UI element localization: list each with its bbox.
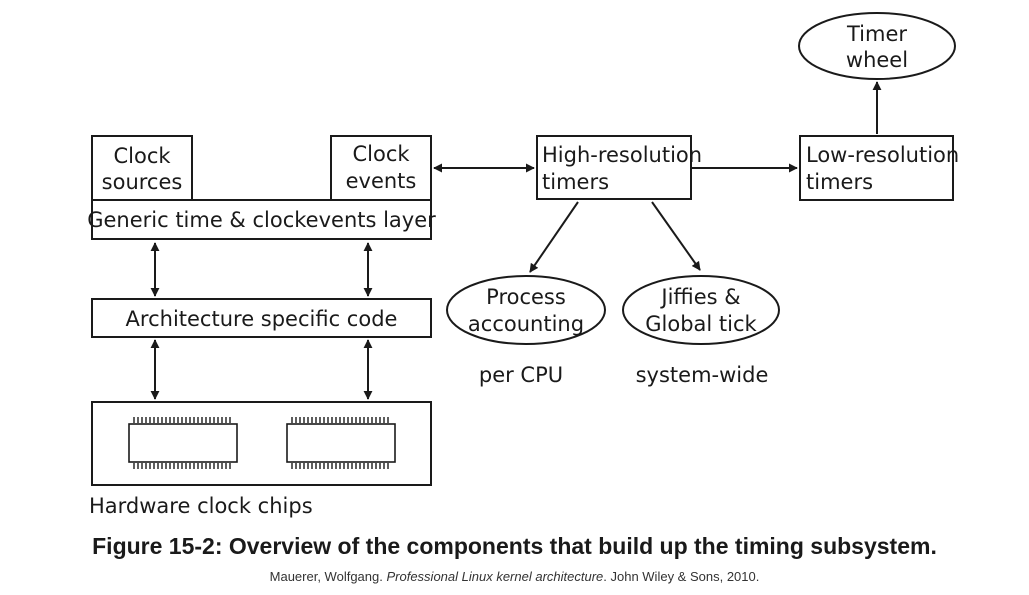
jiffies-line1: Jiffies &	[659, 285, 740, 309]
timer-wheel-line2: wheel	[846, 48, 908, 72]
jiffies-line2: Global tick	[645, 312, 757, 336]
generic-layer-label: Generic time & clockevents layer	[87, 208, 436, 232]
citation-title: Professional Linux kernel architecture	[386, 569, 604, 584]
hardware-label: Hardware clock chips	[89, 494, 313, 518]
timer-wheel-node: Timer wheel	[798, 12, 956, 80]
clock-chip-icon	[286, 417, 396, 469]
system-wide-note: system-wide	[636, 363, 769, 387]
timer-wheel-line1: Timer	[846, 22, 907, 46]
arch-code-node: Architecture specific code	[91, 298, 432, 338]
hrtimers-jiffies-arrow	[651, 201, 701, 271]
clock-sources-line2: sources	[102, 170, 183, 194]
hrtimers-line2: timers	[542, 170, 609, 194]
citation-author: Mauerer, Wolfgang.	[269, 569, 383, 584]
lowres-line1: Low-resolution	[806, 143, 959, 167]
process-accounting-line1: Process	[486, 285, 566, 309]
generic-layer-node: Generic time & clockevents layer	[87, 199, 436, 240]
hrtimers-line1: High-resolution	[542, 143, 702, 167]
lowres-node: Low-resolution timers	[799, 135, 959, 201]
hardware-box	[91, 401, 432, 486]
process-accounting-line2: accounting	[468, 312, 584, 336]
clock-events-line1: Clock	[352, 142, 410, 166]
citation-publisher: . John Wiley & Sons, 2010.	[603, 569, 760, 584]
clock-sources-line1: Clock	[113, 144, 171, 168]
clock-chip-icon	[128, 417, 238, 469]
jiffies-node: Jiffies & Global tick	[622, 275, 780, 345]
hrtimers-node: High-resolution timers	[536, 135, 702, 200]
clock-events-line2: events	[346, 169, 417, 193]
clock-sources-node: Clock sources	[91, 135, 193, 201]
hrtimers-process-arrow	[529, 201, 579, 273]
lowres-line2: timers	[806, 170, 873, 194]
arch-code-label: Architecture specific code	[126, 307, 398, 331]
clock-events-node: Clock events	[330, 135, 432, 201]
process-accounting-node: Process accounting	[446, 275, 606, 345]
citation: Mauerer, Wolfgang. Professional Linux ke…	[0, 569, 1029, 584]
per-cpu-note: per CPU	[479, 363, 563, 387]
figure-caption: Figure 15-2: Overview of the components …	[92, 533, 937, 559]
